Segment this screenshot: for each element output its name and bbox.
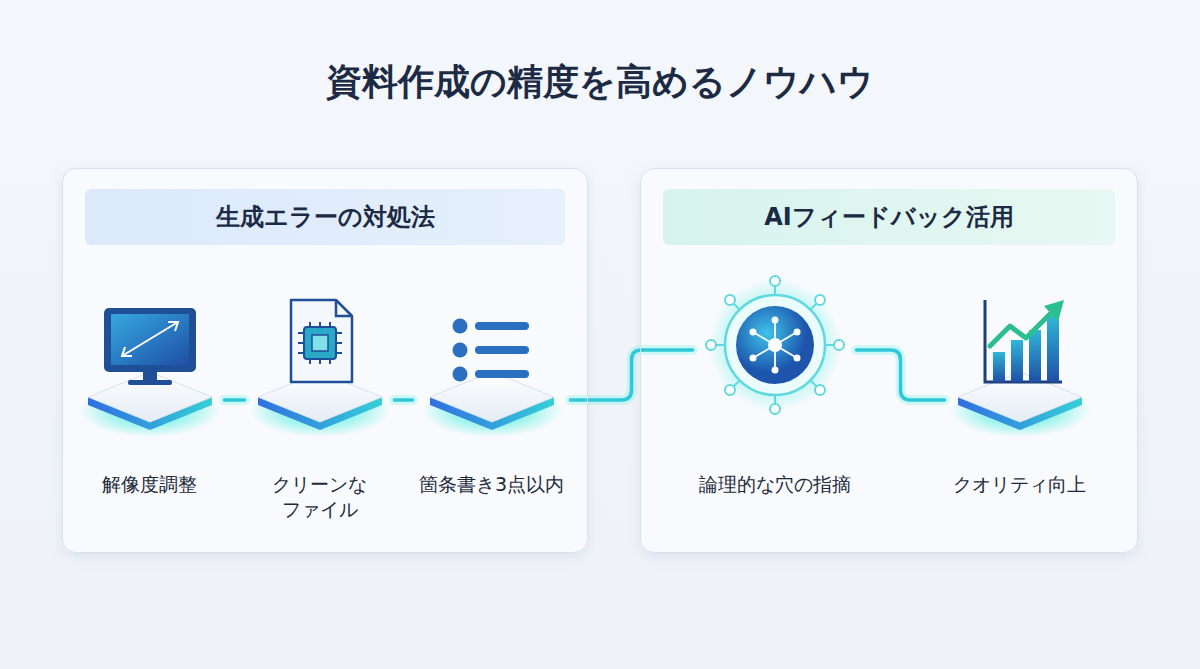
panel-heading: 生成エラーの対処法: [85, 189, 565, 245]
flow-connector: [571, 350, 693, 400]
platform: [422, 372, 562, 437]
flow-connector: [395, 398, 413, 402]
step-node: クオリティ向上: [945, 290, 1095, 530]
step-node: 論理的な穴の指摘: [693, 290, 857, 530]
flow-connector: [225, 398, 245, 402]
panel-fill: [62, 168, 588, 553]
network-orb-icon: [706, 276, 844, 414]
panel-box: AIフィードバック活用論理的な穴の指摘 クオリティ向上: [640, 168, 1138, 553]
connector-glow: [225, 395, 245, 405]
diagram-title: 資料作成の精度を高めるノウハウ: [0, 58, 1200, 107]
list-icon: [453, 319, 530, 382]
step-label: クオリティ向上: [945, 472, 1095, 498]
panel-box: 生成エラーの対処法解像度調整 クリーンな ファイル 箇条書き3点以内: [62, 168, 588, 553]
step-node: クリーンな ファイル: [245, 290, 395, 530]
step-label: 箇条書き3点以内: [413, 472, 571, 498]
file-chip-icon: [291, 300, 352, 382]
step-node: 箇条書き3点以内: [413, 290, 571, 530]
step-label: 解像度調整: [75, 472, 225, 498]
platform: [80, 372, 220, 437]
monitor-icon: [104, 308, 196, 385]
panel-fill: [640, 168, 1138, 553]
connector-glow: [571, 350, 693, 400]
flow-connector: [857, 350, 945, 400]
step-node: 解像度調整: [75, 290, 225, 530]
step-label: クリーンな ファイル: [264, 472, 376, 523]
connector-glow: [395, 395, 413, 405]
panel-heading: AIフィードバック活用: [663, 189, 1115, 245]
growth-chart-icon: [985, 300, 1064, 382]
connector-glow: [857, 350, 945, 400]
step-label: 論理的な穴の指摘: [693, 472, 857, 498]
